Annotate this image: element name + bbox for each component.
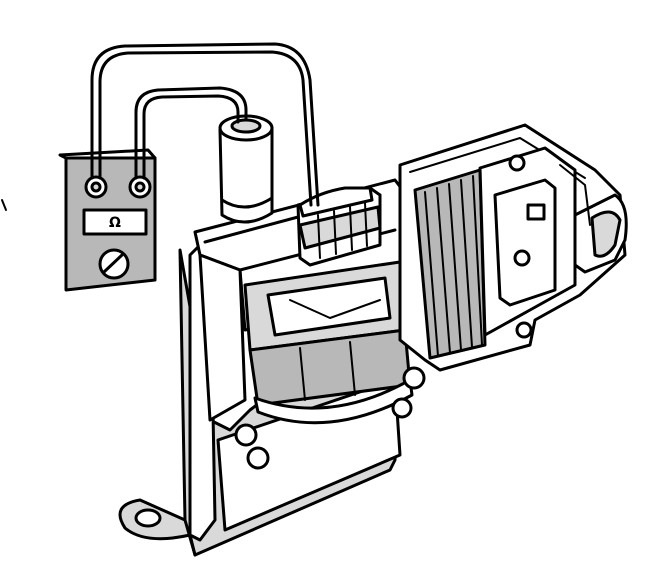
ohmmeter-unit-symbol: Ω [109,215,121,231]
ohmmeter-range-display [82,208,148,236]
ignition-module [398,123,628,372]
mounting-bolt-icon [391,397,413,419]
bracket-hole-icon [134,508,162,528]
coil-primary-connector [296,186,382,267]
left-edge-mark [1,199,7,211]
module-screw-icon [515,321,533,339]
mounting-bolt-icon [246,446,270,470]
module-screw-icon [513,249,531,267]
module-screw-icon [508,154,526,172]
ohmmeter-icon: Ω [58,148,157,292]
mounting-bolt-icon [402,366,426,390]
coil-secondary-tower [218,114,274,224]
mounting-bolt-icon [234,423,258,447]
module-label-icon [526,203,546,221]
test-lead-icon [90,42,320,207]
